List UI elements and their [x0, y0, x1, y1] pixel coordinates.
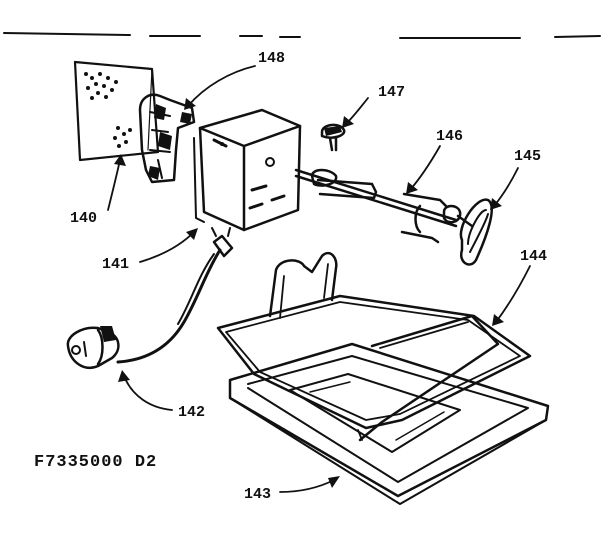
label-148: 148	[258, 50, 285, 67]
label-141: 141	[102, 256, 129, 273]
drip-pan-part	[228, 342, 550, 505]
label-147: 147	[378, 84, 405, 101]
label-140: 140	[70, 210, 97, 227]
spit-handle-part	[442, 198, 493, 266]
callout-arrows	[107, 65, 531, 493]
label-143: 143	[244, 486, 271, 503]
spit-rod-part	[294, 168, 458, 244]
screw-part	[320, 123, 346, 152]
motor-housing-part	[193, 108, 302, 232]
label-146: 146	[436, 128, 463, 145]
label-145: 145	[514, 148, 541, 165]
label-144: 144	[520, 248, 547, 265]
wire-rack-part	[216, 251, 532, 442]
power-cord-part	[66, 227, 234, 369]
mounting-plate-part	[73, 60, 160, 162]
drawing-code: F7335000 D2	[34, 453, 157, 472]
top-rule	[3, 32, 601, 39]
bracket-clip-part	[138, 93, 196, 184]
part-labels: 148 147 146 145 144 140 141 142 143	[70, 50, 547, 503]
label-142: 142	[178, 404, 205, 421]
